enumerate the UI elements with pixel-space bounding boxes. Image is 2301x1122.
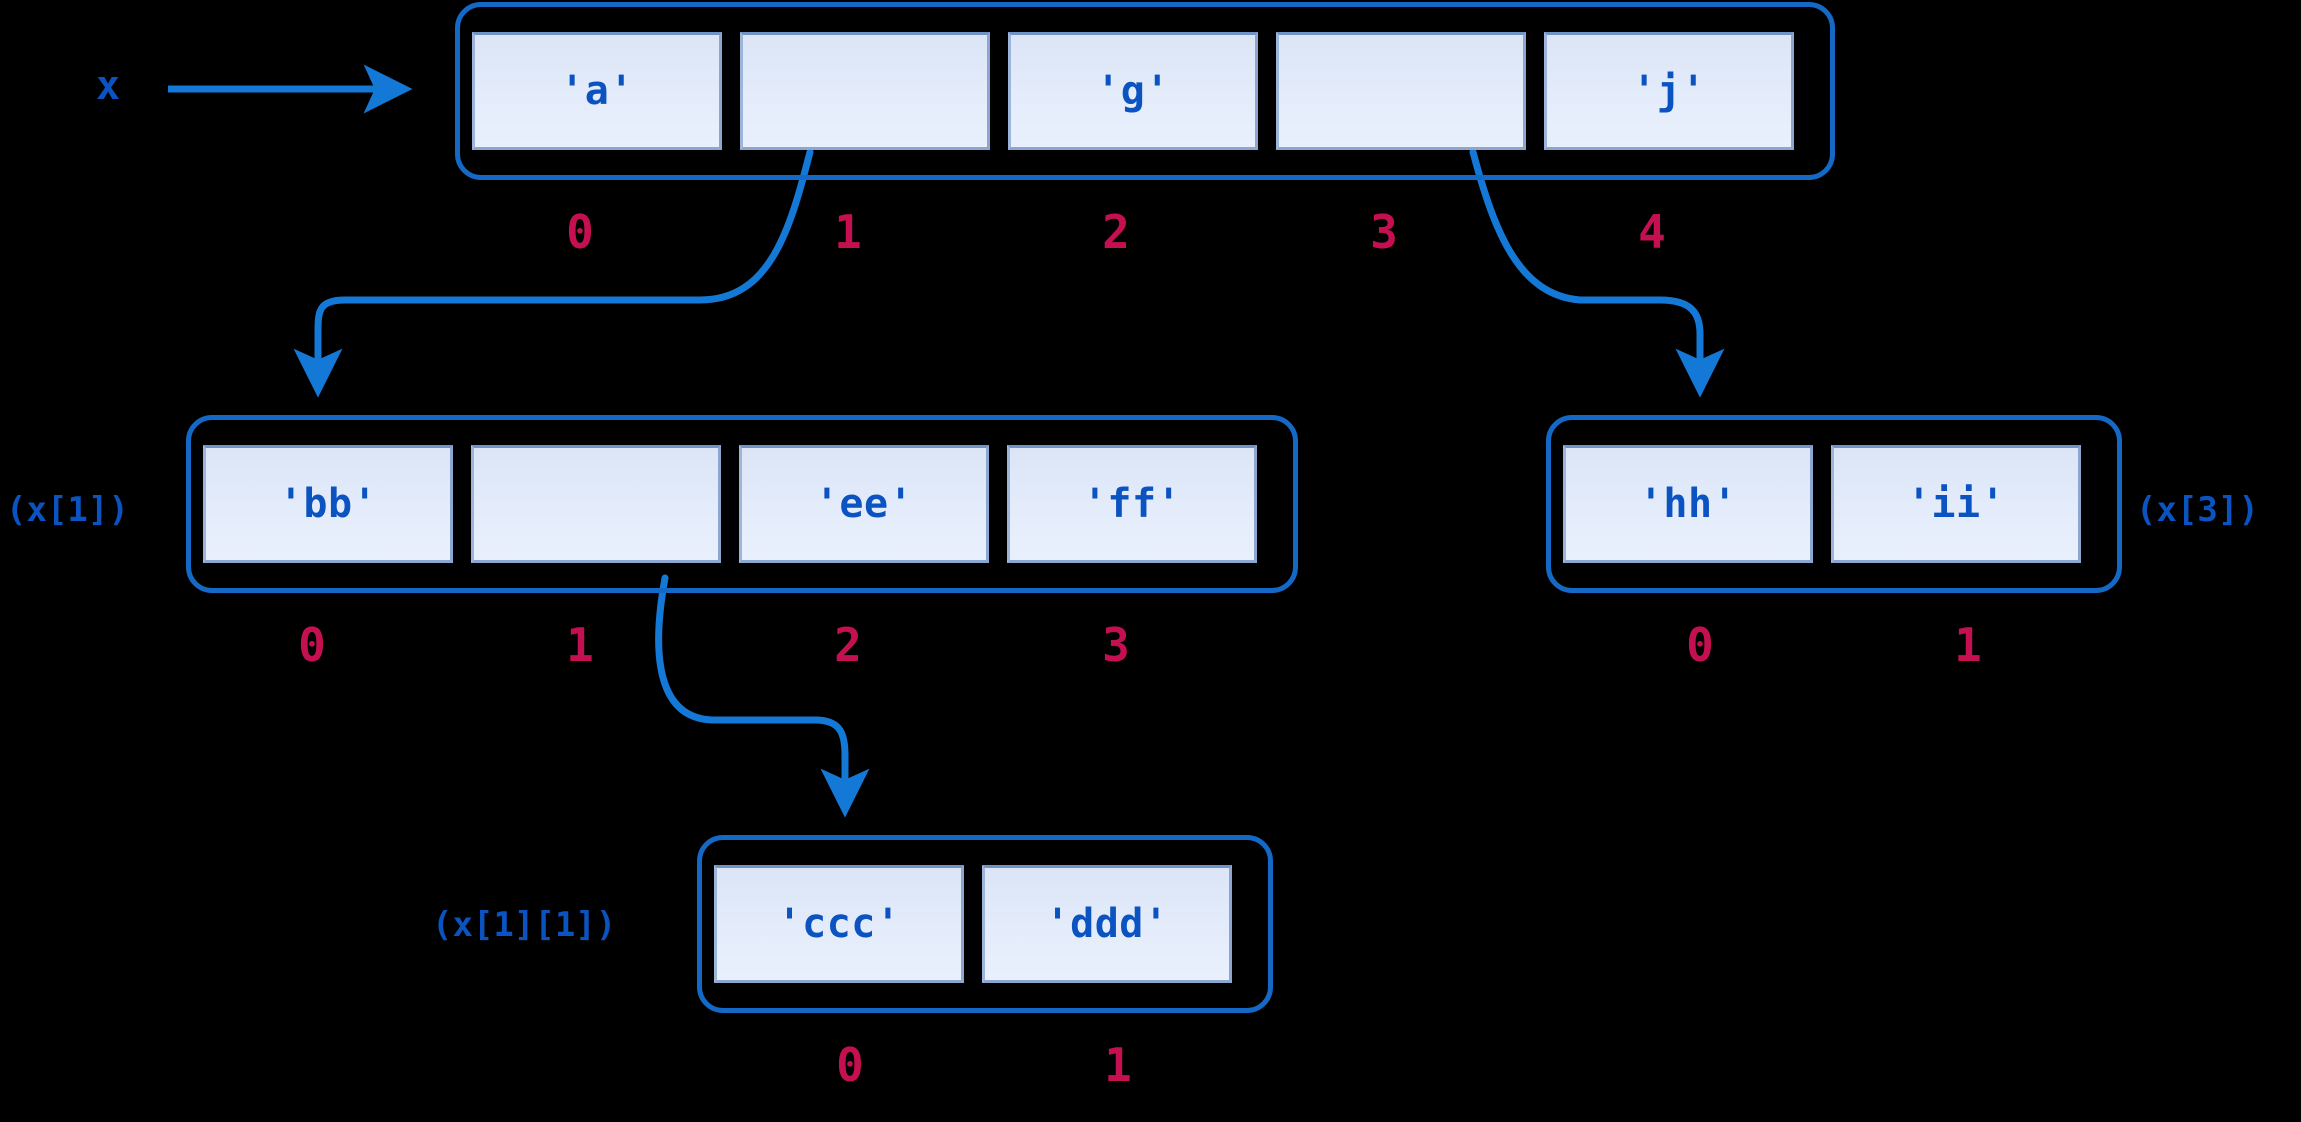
array-index-label: 3	[1102, 618, 1130, 672]
array-cell[interactable]: 'hh'	[1563, 445, 1813, 563]
array-cell[interactable]: 'bb'	[203, 445, 453, 563]
array-index-label: 2	[1102, 205, 1130, 259]
variable-label-x: x	[96, 63, 121, 109]
array-index-label: 0	[566, 205, 594, 259]
array-index-label: 1	[834, 205, 862, 259]
array-index-label: 1	[1104, 1038, 1132, 1092]
array-x1: 'bb' 'ee' 'ff'	[186, 415, 1298, 593]
array-index-label: 1	[566, 618, 594, 672]
array-ref-label-x11: (x[1][1])	[432, 905, 617, 945]
array-cell[interactable]	[1276, 32, 1526, 150]
array-cell[interactable]: 'a'	[472, 32, 722, 150]
array-cell[interactable]: 'ii'	[1831, 445, 2081, 563]
connector-x11-to-x11array	[655, 574, 870, 818]
array-root: 'a' 'g' 'j'	[455, 2, 1835, 180]
array-ref-label-x1: (x[1])	[6, 490, 129, 530]
array-cell[interactable]: 'j'	[1544, 32, 1794, 150]
array-index-label: 2	[834, 618, 862, 672]
array-index-label: 0	[1686, 618, 1714, 672]
array-cell[interactable]	[471, 445, 721, 563]
array-x3: 'hh' 'ii'	[1546, 415, 2122, 593]
array-ref-label-x3: (x[3])	[2136, 490, 2259, 530]
connector-root3-to-x3	[1469, 148, 1725, 398]
array-cell[interactable]: 'ccc'	[714, 865, 964, 983]
array-index-label: 0	[298, 618, 326, 672]
array-index-label: 4	[1638, 205, 1666, 259]
array-cell[interactable]	[740, 32, 990, 150]
array-index-label: 3	[1370, 205, 1398, 259]
array-index-label: 0	[836, 1038, 864, 1092]
array-x11: 'ccc' 'ddd'	[697, 835, 1273, 1013]
connector-root1-to-x1	[293, 148, 814, 398]
array-cell[interactable]: 'ddd'	[982, 865, 1232, 983]
array-cell[interactable]: 'g'	[1008, 32, 1258, 150]
array-cell[interactable]: 'ff'	[1007, 445, 1257, 563]
array-index-label: 1	[1954, 618, 1982, 672]
array-cell[interactable]: 'ee'	[739, 445, 989, 563]
